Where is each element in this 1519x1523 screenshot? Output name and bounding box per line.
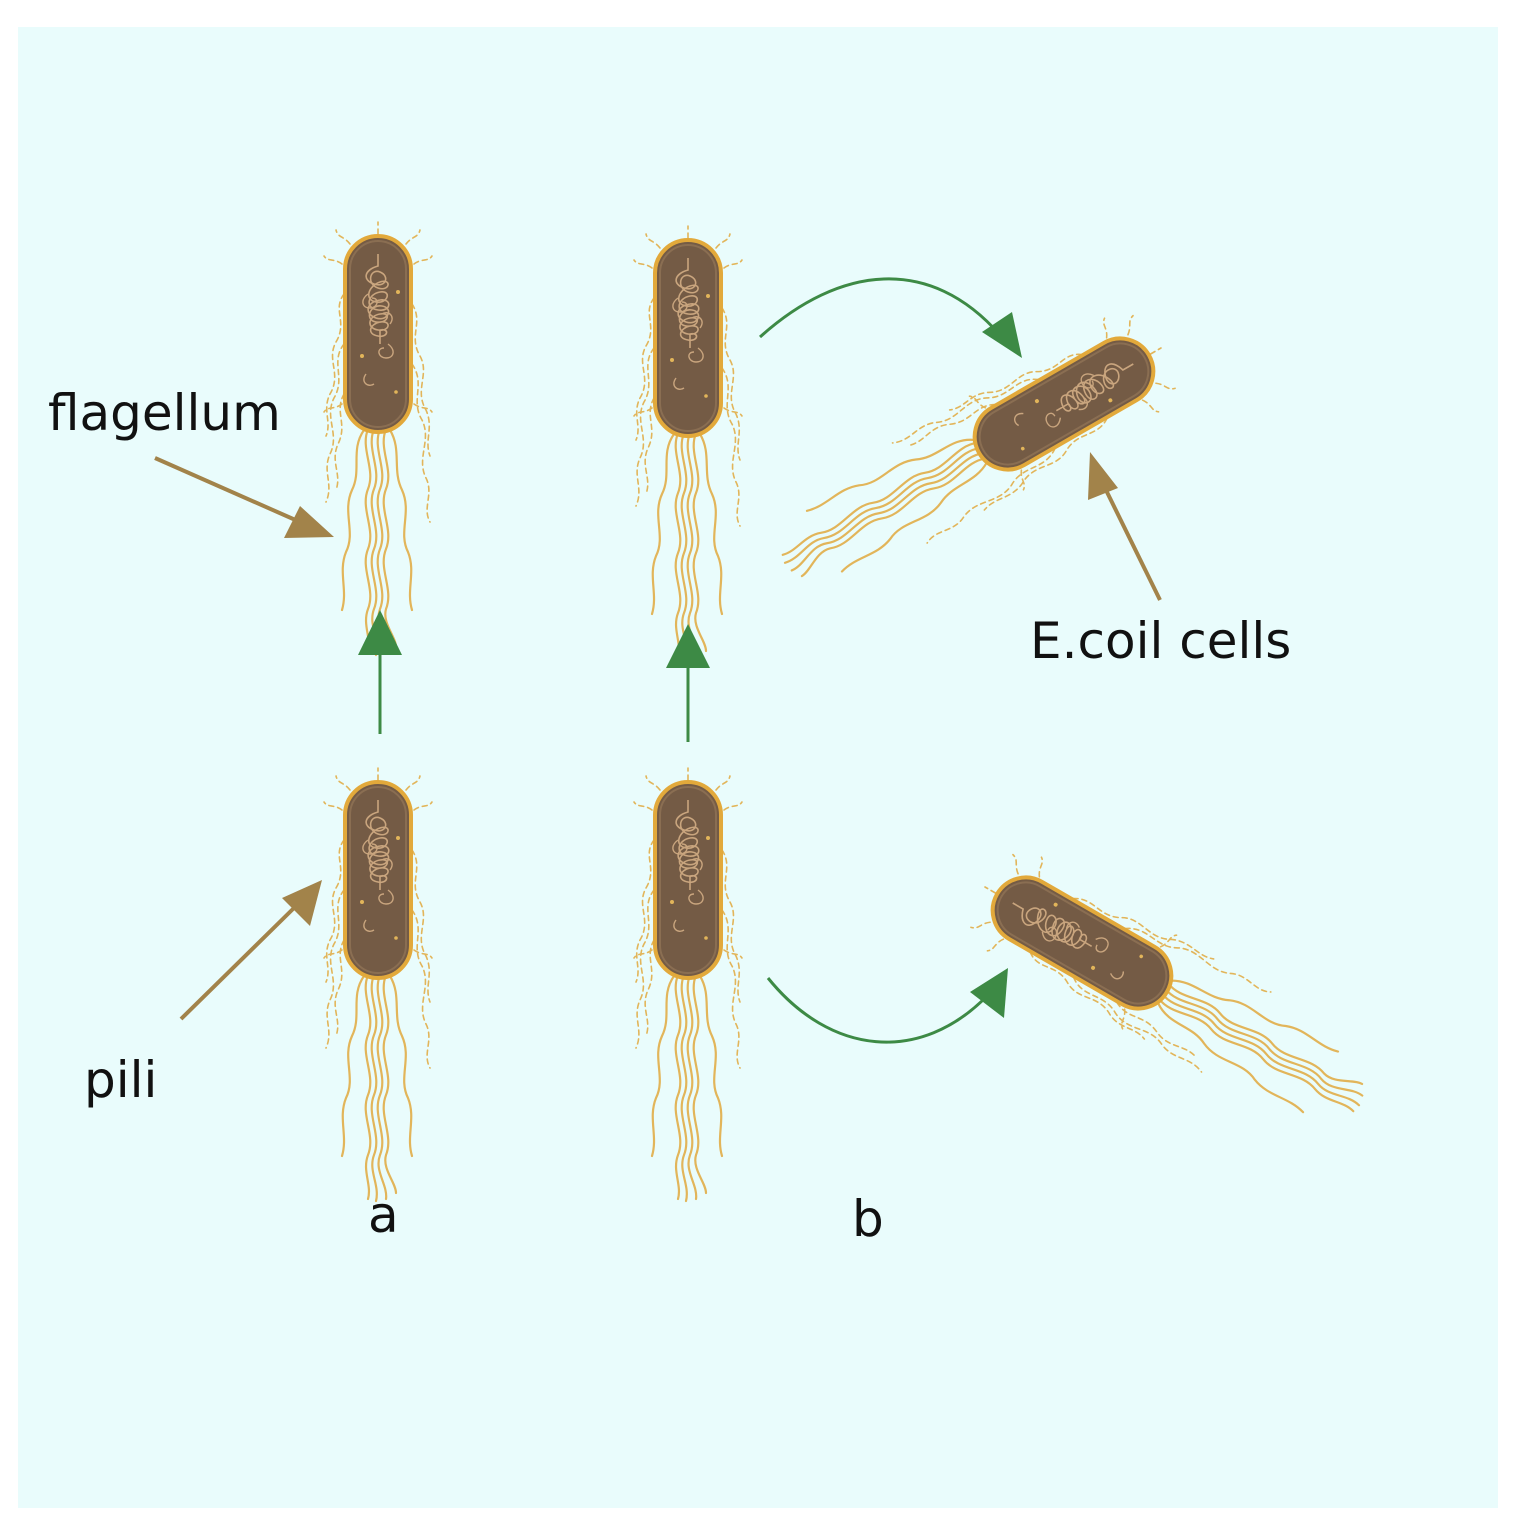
pili-pointer-head — [282, 880, 322, 926]
curved-arrowhead-down — [970, 968, 1008, 1018]
ecoli-pointer-head — [1088, 452, 1118, 500]
ecoli-label: E.coil cells — [1030, 612, 1291, 670]
ecoli-pointer — [1102, 485, 1162, 601]
pili-label: pili — [84, 1051, 157, 1109]
flagellum-pointer-head — [284, 506, 334, 538]
curved-arrowhead-up — [982, 312, 1022, 358]
motion-arrowhead-a — [358, 610, 402, 655]
pili-pointer — [179, 904, 298, 1021]
curved-arrow-down — [766, 977, 990, 1044]
curved-arrow-up — [758, 277, 1002, 339]
flagellum-pointer — [154, 456, 301, 524]
background-panel — [18, 27, 1498, 1508]
motion-arrowhead-b — [666, 624, 710, 668]
panel-a-label: a — [368, 1186, 399, 1244]
flagellum-label: flagellum — [48, 384, 281, 442]
panel-b-label: b — [852, 1190, 884, 1248]
